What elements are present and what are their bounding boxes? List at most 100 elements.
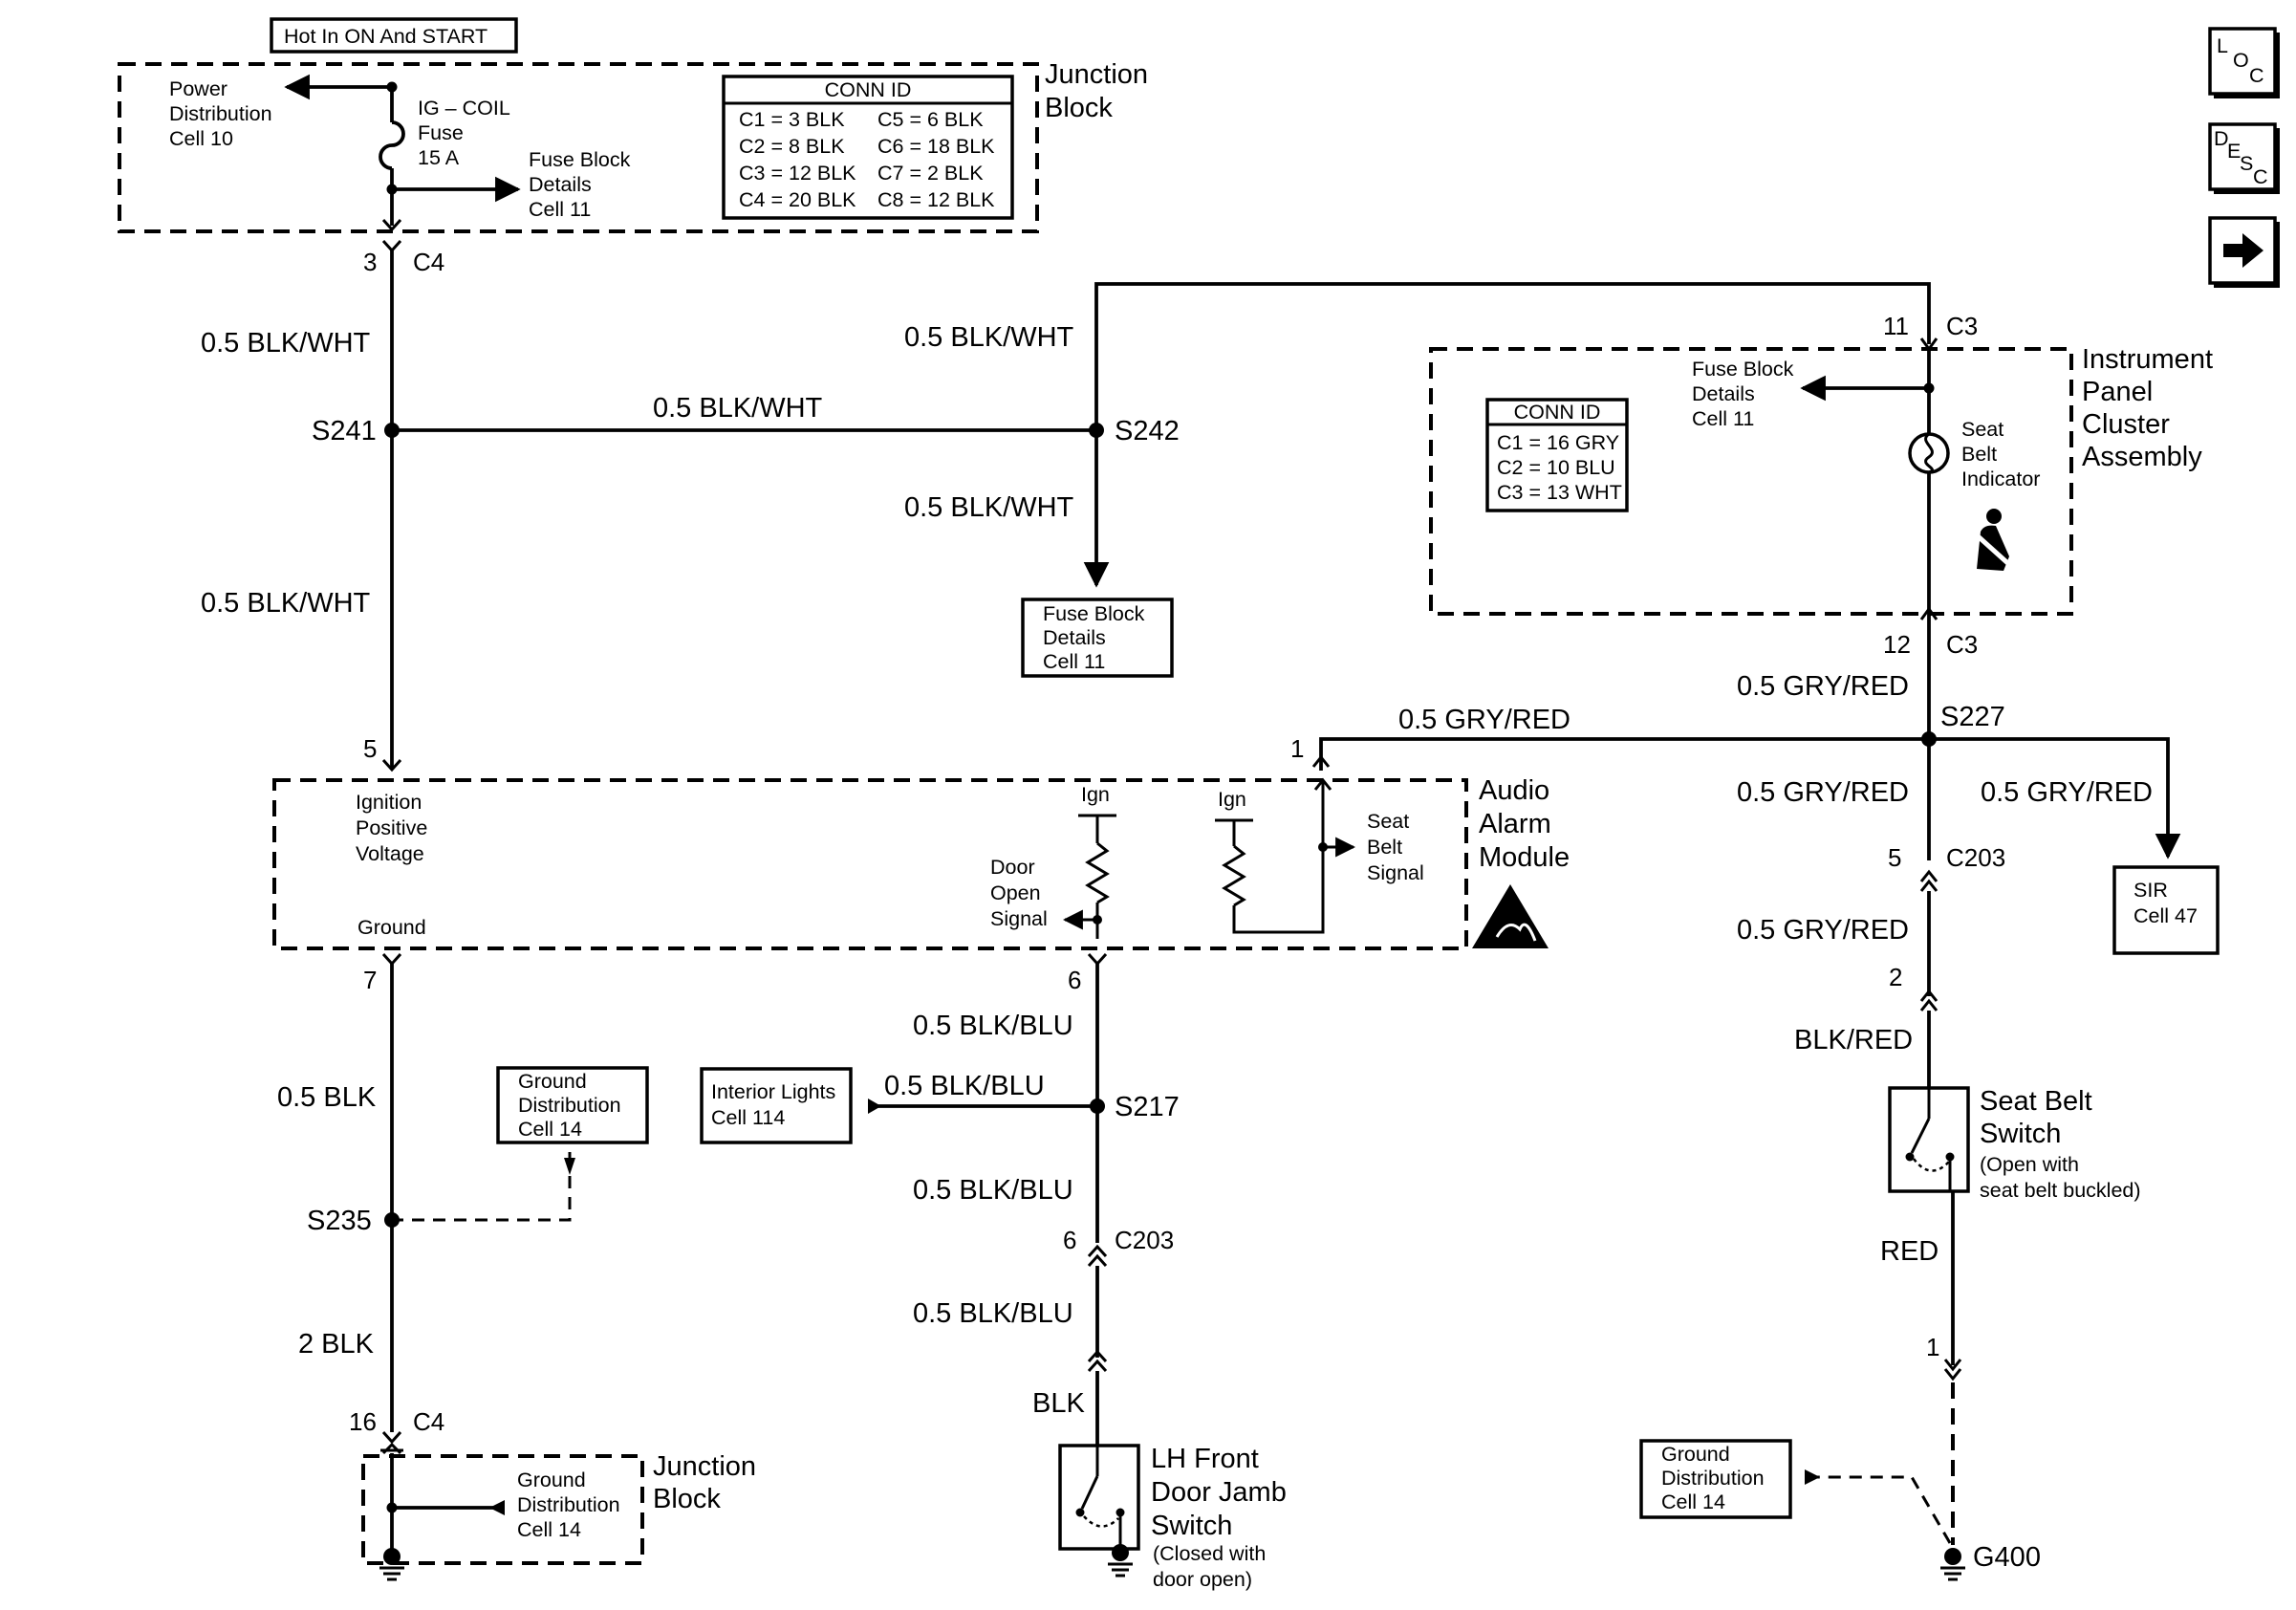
- connector-c4-bottom: [381, 1430, 402, 1445]
- ipc-conn-id-row: C1 = 16 GRY: [1497, 431, 1619, 454]
- ground-dist-label: Ground: [1661, 1443, 1730, 1466]
- ipc-title4: Assembly: [2082, 442, 2202, 472]
- power-dist-label2: Distribution: [169, 102, 272, 125]
- junction-block-top-title: Junction: [1045, 59, 1148, 90]
- jb-ground-dist-label: Ground: [517, 1469, 586, 1491]
- wire-label: 0.5 BLK/BLU: [884, 1071, 1045, 1101]
- power-dist-label3: Cell 10: [169, 127, 233, 150]
- pin-11: 11: [1883, 312, 1909, 340]
- pin-12: 12: [1883, 630, 1911, 659]
- jb-ground-dist-label3: Cell 14: [517, 1518, 581, 1541]
- instrument-panel-cluster: Instrument Panel Cluster Assembly Fuse B…: [1429, 344, 2213, 616]
- seat-belt-switch-title2: Switch: [1980, 1119, 2061, 1149]
- door-switch-note2: door open): [1153, 1568, 1252, 1591]
- splice-s217-label: S217: [1115, 1092, 1180, 1122]
- splice-s235: [384, 1212, 400, 1228]
- fuse-icon: [379, 120, 405, 170]
- sir-box: SIR Cell 47: [2112, 865, 2220, 955]
- wire-label: 0.5 BLK/WHT: [653, 393, 823, 424]
- connector-aam-pin6: [1087, 952, 1108, 967]
- connector-aam-pin1: [1311, 754, 1331, 768]
- wire-label: 2 BLK: [298, 1329, 375, 1360]
- ground-icon: [1108, 1544, 1133, 1577]
- junction-block-bottom-title: Junction: [653, 1451, 756, 1482]
- connector-aam-pin7: [381, 952, 402, 967]
- seat-belt-switch-note: (Open with: [1980, 1153, 2079, 1176]
- connector-c203-pin5: [1919, 869, 1939, 882]
- seat-belt-signal-label2: Belt: [1367, 836, 1402, 859]
- next-page-button[interactable]: [2208, 216, 2280, 288]
- wire-label: BLK: [1032, 1388, 1085, 1419]
- lamp-icon: [1908, 432, 1950, 474]
- conn-id-cell: C7 = 2 BLK: [877, 162, 984, 185]
- sir-label: SIR: [2134, 879, 2168, 902]
- pin-6: 6: [1068, 966, 1081, 994]
- resistor-icon: [1085, 841, 1110, 904]
- pin-1-bottom: 1: [1926, 1333, 1939, 1361]
- pin-3: 3: [363, 248, 377, 276]
- arrow-right-icon: [2223, 233, 2264, 268]
- connector-pin1-bottom: [1943, 1359, 1962, 1372]
- fuse-block-details-label: Fuse Block: [529, 148, 631, 171]
- loc-letter: L: [2217, 34, 2228, 57]
- ground-icon: [1940, 1548, 1965, 1581]
- pin-6-c203: 6: [1063, 1226, 1076, 1254]
- door-switch-title2: Door Jamb: [1151, 1477, 1287, 1508]
- splice-s241-label: S241: [312, 416, 377, 446]
- conn-id-cell: C1 = 3 BLK: [739, 108, 845, 131]
- aam-ign-label: Ign: [1218, 788, 1246, 811]
- splice-s227-label: S227: [1940, 702, 2005, 732]
- conn-id-cell: C6 = 18 BLK: [877, 135, 995, 158]
- aam-title3: Module: [1479, 842, 1570, 873]
- wire-label: BLK/RED: [1794, 1025, 1913, 1055]
- seat-belt-icon: [1973, 509, 2015, 571]
- interior-lights-label: Interior Lights: [711, 1080, 835, 1103]
- pin-7: 7: [363, 966, 377, 994]
- conn-id-cell: C3 = 12 BLK: [739, 162, 856, 185]
- splice-s242-label: S242: [1115, 416, 1180, 446]
- wire-s242-ipc: [1094, 282, 1931, 430]
- ipc-title3: Cluster: [2082, 409, 2170, 440]
- aam-ign-pos-label2: Positive: [356, 816, 427, 839]
- loc-button[interactable]: L O C: [2208, 27, 2280, 98]
- ground-dist-label2: Distribution: [1661, 1467, 1765, 1490]
- wire-s227-sir: [1929, 737, 2181, 859]
- door-open-label3: Signal: [990, 907, 1048, 930]
- door-open-label: Door: [990, 856, 1035, 879]
- ipc-conn-id-row: C3 = 13 WHT: [1497, 481, 1622, 504]
- desc-letter: S: [2240, 152, 2253, 175]
- wire-s227-aam: [1319, 737, 1929, 771]
- ground-dist-box-left: Ground Distribution Cell 14: [496, 1066, 649, 1144]
- fuse-block-details-box-label3: Cell 11: [1043, 650, 1105, 673]
- wire-label: 0.5 BLK/WHT: [904, 322, 1074, 353]
- desc-letter: E: [2227, 140, 2241, 163]
- pin-16: 16: [349, 1407, 377, 1436]
- connector-c203-pin6: [1087, 1244, 1108, 1258]
- ground-dist-label3: Cell 14: [518, 1118, 582, 1141]
- desc-letter: D: [2214, 127, 2229, 150]
- ground-dist-right-link: [1805, 1475, 1952, 1544]
- hot-label-text: Hot In ON And START: [284, 25, 487, 48]
- ipc-title: Instrument: [2082, 344, 2213, 375]
- audio-alarm-module: Audio Alarm Module Ignition Positive Vol…: [272, 775, 1570, 950]
- conn-id-cell: C2 = 8 BLK: [739, 135, 845, 158]
- aam-ign-pos-label: Ignition: [356, 791, 422, 814]
- desc-button[interactable]: D E S C: [2208, 122, 2280, 194]
- ground-icon: [379, 1548, 404, 1581]
- connector-c4-top: [381, 218, 402, 232]
- door-open-label2: Open: [990, 881, 1041, 904]
- wire-label: 0.5 BLK/WHT: [201, 328, 371, 359]
- seat-belt-switch-note2: seat belt buckled): [1980, 1179, 2141, 1202]
- wire-label: 0.5 GRY/RED: [1398, 705, 1570, 735]
- seat-belt-indicator-label2: Belt: [1961, 443, 1997, 466]
- loc-letter: O: [2233, 49, 2249, 72]
- fuse-label2: Fuse: [418, 121, 464, 144]
- ipc-fuse-block-label3: Cell 11: [1692, 407, 1754, 430]
- wire-label: RED: [1880, 1236, 1939, 1267]
- wire-label: 0.5 BLK/WHT: [904, 492, 1074, 523]
- ground-dist-label3: Cell 14: [1661, 1490, 1725, 1513]
- connector-c3-label: C3: [1946, 312, 1978, 340]
- connector-c203-label: C203: [1115, 1226, 1174, 1254]
- ipc-fuse-block-label: Fuse Block: [1692, 358, 1794, 381]
